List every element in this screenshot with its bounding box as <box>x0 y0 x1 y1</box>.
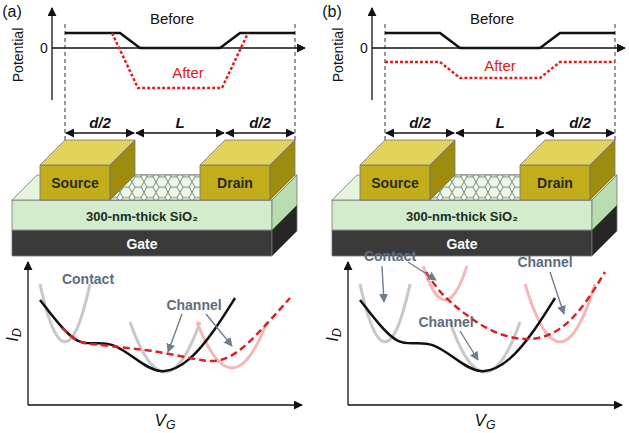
drain-electrode-side <box>590 140 615 200</box>
layer-label: Gate <box>446 237 477 251</box>
layer-label: 300-nm-thick SiO₂ <box>86 210 198 223</box>
dimension-label: d/2 <box>409 115 431 130</box>
axis-tick: 0 <box>360 41 368 55</box>
callout-arrow <box>460 331 478 360</box>
dimension-label: d/2 <box>249 115 271 130</box>
symbol: V <box>475 411 486 430</box>
axis-title: Potential <box>11 28 25 82</box>
subscript: G <box>166 418 176 432</box>
axis-title: VG <box>475 412 496 429</box>
oxide-layer-front <box>12 200 272 230</box>
axis-title: VG <box>155 412 176 429</box>
drain-electrode-front <box>520 165 590 200</box>
symbol: V <box>155 411 166 430</box>
axis-tick: 0 <box>40 41 48 55</box>
callout-label: Contact <box>62 272 114 286</box>
callout-arrow <box>382 266 384 302</box>
component-curve <box>40 284 90 342</box>
axis <box>51 8 52 100</box>
transfer-curve-after <box>62 298 290 361</box>
callout-arrow <box>408 262 436 280</box>
subscript: D <box>10 328 24 337</box>
curve-label: Before <box>150 11 194 26</box>
electrode-label: Source <box>51 176 98 190</box>
gate-layer-front <box>12 230 272 256</box>
symbol: I <box>3 337 22 342</box>
source-electrode-front <box>40 165 110 200</box>
dimension-arrow <box>226 132 294 134</box>
component-curve <box>360 284 410 342</box>
axis-title: Potential <box>331 28 345 82</box>
panel-letter: (a) <box>2 4 22 20</box>
dimension-arrow <box>136 132 224 134</box>
axis <box>347 262 348 405</box>
curve-label: After <box>172 65 204 80</box>
axis-title: ID <box>4 328 21 342</box>
electrode-label: Drain <box>537 176 573 190</box>
dimension-arrow <box>456 132 544 134</box>
source-electrode-side <box>430 140 455 200</box>
component-curve <box>423 266 467 300</box>
axis <box>348 404 622 405</box>
guide-line <box>385 24 386 140</box>
axis <box>27 262 28 405</box>
dimension-label: L <box>495 115 504 130</box>
dimension-arrow <box>66 132 134 134</box>
dimension-label: L <box>175 115 184 130</box>
subscript: D <box>330 328 344 337</box>
subscript: G <box>486 418 496 432</box>
dimension-label: d/2 <box>89 115 111 130</box>
source-electrode-front <box>360 165 430 200</box>
callout-label: Contact <box>364 249 416 263</box>
layer-label: Gate <box>126 237 157 251</box>
potential-before <box>385 33 615 48</box>
layer-label: 300-nm-thick SiO₂ <box>406 210 518 223</box>
axis-title: ID <box>324 328 341 342</box>
curve-label: After <box>484 58 516 73</box>
drain-electrode-side <box>270 140 295 200</box>
electrode-label: Source <box>371 176 418 190</box>
source-electrode-side <box>110 140 135 200</box>
potential-after <box>112 33 248 88</box>
panel <box>332 8 625 405</box>
callout-label: Channel <box>517 255 572 269</box>
guide-line <box>615 24 616 140</box>
component-curve <box>525 284 595 342</box>
panel-letter: (b) <box>322 4 342 20</box>
callout-label: Channel <box>418 315 473 329</box>
axis <box>28 404 302 405</box>
component-curve <box>130 322 200 372</box>
potential-before <box>65 33 295 48</box>
callout-arrow <box>206 314 232 346</box>
drain-electrode-front <box>200 165 270 200</box>
guide-line <box>295 24 296 140</box>
axis <box>371 8 372 100</box>
dimension-label: d/2 <box>569 115 591 130</box>
component-curve <box>450 322 520 372</box>
callout-label: Channel <box>166 298 221 312</box>
curve-label: Before <box>470 11 514 26</box>
panel <box>12 8 305 405</box>
guide-line <box>65 24 66 140</box>
oxide-layer-front <box>332 200 592 230</box>
dimension-arrow <box>386 132 454 134</box>
dimension-arrow <box>546 132 614 134</box>
callout-arrow <box>168 314 182 352</box>
electrode-label: Drain <box>217 176 253 190</box>
callout-arrow <box>550 272 564 314</box>
symbol: I <box>323 337 342 342</box>
